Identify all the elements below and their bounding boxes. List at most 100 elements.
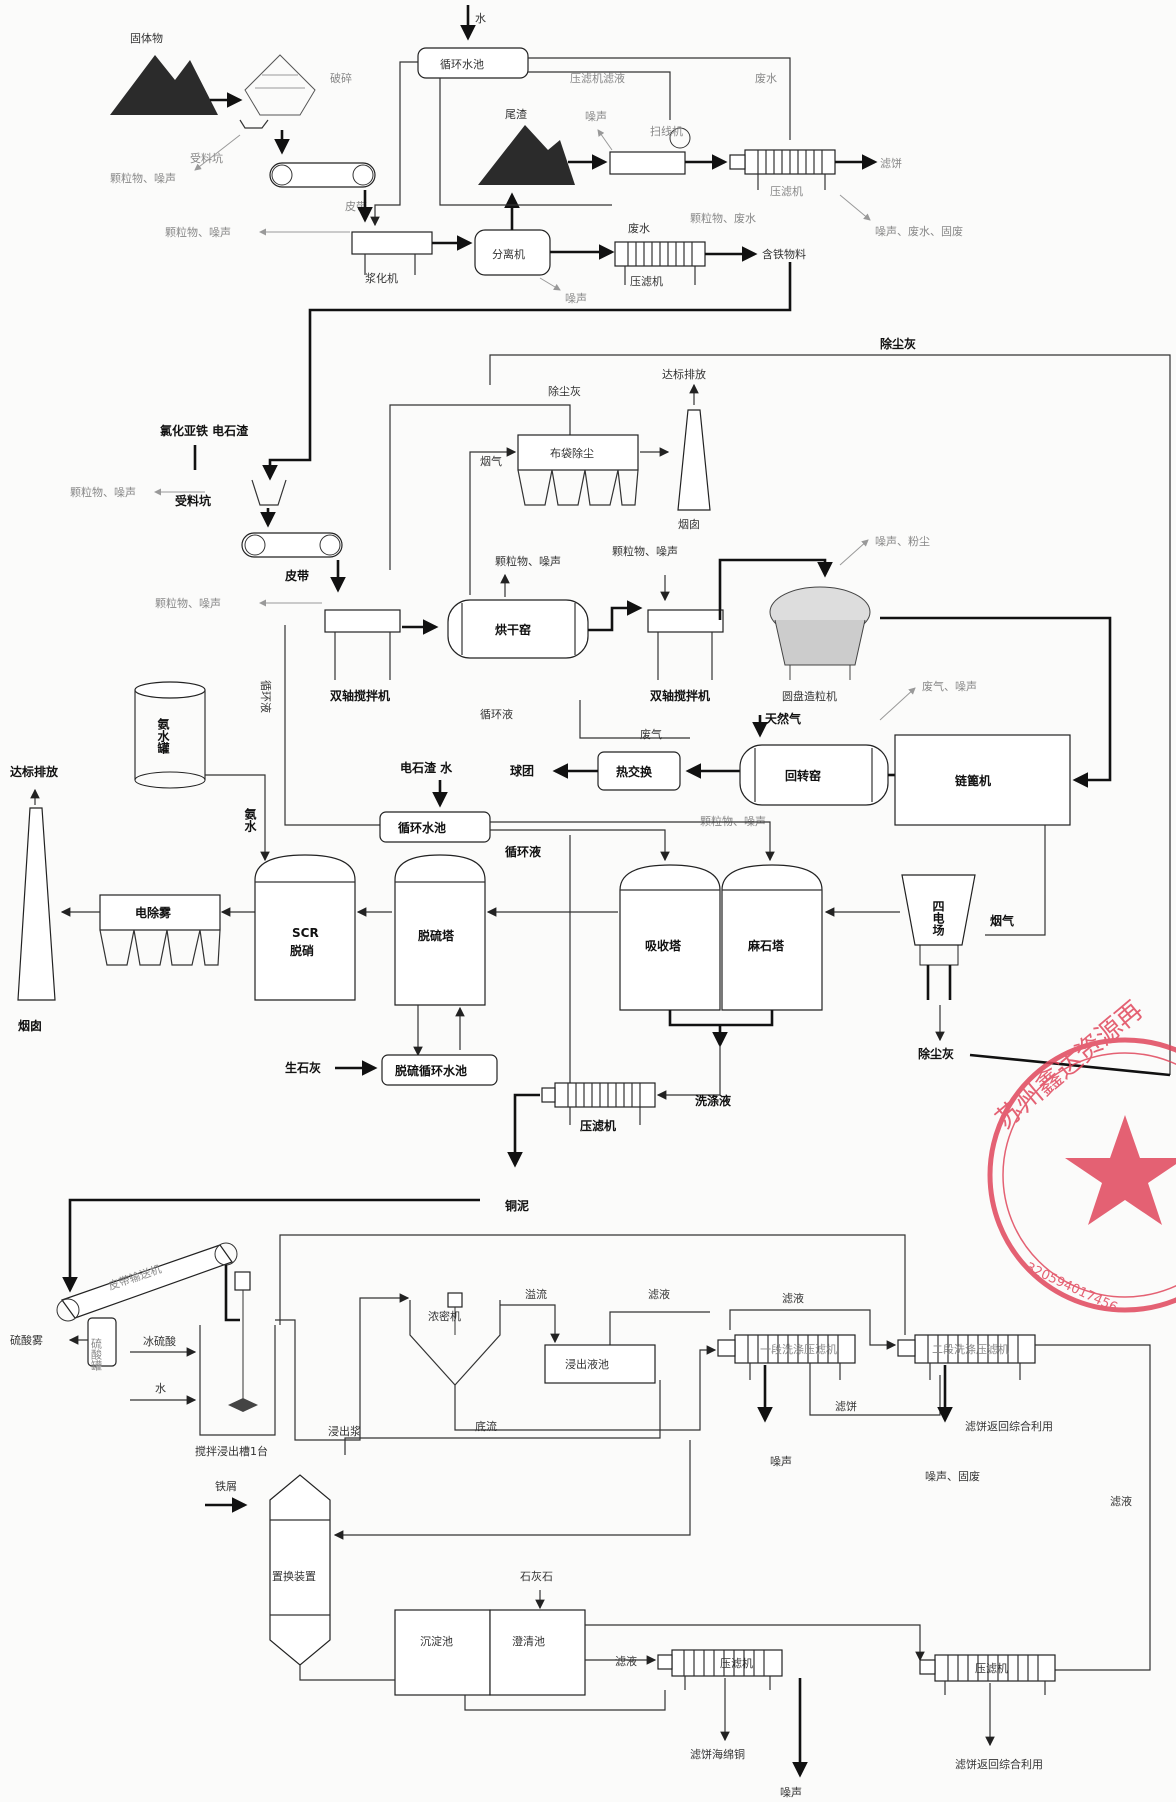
emission-std-label: 达标排放 xyxy=(662,367,706,381)
settling-tank xyxy=(394,1609,491,1696)
pulper xyxy=(351,231,433,255)
scavenger-label: 扫线机 xyxy=(650,124,683,138)
replacement-label: 置换装置 xyxy=(272,1569,316,1583)
underflow-label: 底流 xyxy=(475,1419,497,1433)
noise1-label: 噪声 xyxy=(770,1454,792,1468)
noise-solid-label: 噪声、固废 xyxy=(925,1469,980,1483)
desulf-tower xyxy=(394,854,486,1006)
filter-press-1-label: 压滤机 xyxy=(630,274,663,288)
esp xyxy=(901,874,976,946)
leach-tank xyxy=(199,1271,276,1436)
chimney-1-label: 烟囱 xyxy=(678,517,700,531)
seal-name: 苏州鑫达资源再 xyxy=(990,995,1149,1135)
filter-press-1 xyxy=(614,241,706,285)
electric-demister xyxy=(99,894,221,966)
dust-ash-label: 除尘灰 xyxy=(548,384,581,398)
iron-material-label: 含铁物料 xyxy=(762,247,806,261)
electric-demister-label: 电除雾 xyxy=(135,905,172,920)
separator-noise-label: 噪声 xyxy=(565,291,587,305)
chimney-2 xyxy=(17,807,56,1001)
filter-cake-label: 滤饼 xyxy=(880,156,902,170)
circulating-pool-2 xyxy=(379,811,491,843)
tailings-label: 尾渣 xyxy=(505,107,527,121)
dust-ash-bottom-label: 除尘灰 xyxy=(918,1046,954,1061)
circulating-pool-2-label: 循环水池 xyxy=(398,820,446,835)
mixer-2 xyxy=(647,609,724,633)
filter2-emission-label: 噪声、废水、固废 xyxy=(875,224,963,238)
rotary-kiln-label: 回转窑 xyxy=(785,768,821,783)
inputs-label: 氯化亚铁 电石渣 xyxy=(160,423,249,438)
tailings-pile xyxy=(478,125,575,185)
return-water-label: 压滤机滤液 xyxy=(570,71,625,85)
dryer-emission-label: 颗粒物、噪声 xyxy=(495,554,561,568)
section-1: 固体物 破碎 受料坑 颗粒物、噪声 皮带 浆化机 颗粒物、噪声 分离机 噪声 废… xyxy=(110,5,963,481)
chain-grate-label: 链篦机 xyxy=(955,773,991,788)
sponge-copper-label: 滤饼海绵铜 xyxy=(690,1747,745,1761)
sulfuric-acid-mist-label: 硫酸雾 xyxy=(10,1333,43,1347)
acid-tank xyxy=(87,1317,117,1367)
water-label: 水 xyxy=(475,12,486,25)
leach-slurry-label: 浸出浆 xyxy=(328,1424,361,1438)
pulper-label: 浆化机 xyxy=(365,271,398,285)
circulating-liquid-v-label: 循环液 xyxy=(259,680,273,713)
receiving-pit-label: 受料坑 xyxy=(190,151,223,165)
section-2: 除尘灰 除尘灰 布袋除尘 烟气 烟囱 达标排放 氯化亚铁 电石渣 受料坑 颗粒物… xyxy=(10,336,1171,1293)
company-seal: 苏州鑫达资源再 320594017456 xyxy=(987,995,1176,1316)
circulating-liquid-label: 循环液 xyxy=(480,707,513,721)
mixer-1 xyxy=(324,609,401,633)
dryer-label: 烘干窑 xyxy=(495,622,531,637)
granulator-label: 圆盘造粒机 xyxy=(782,689,837,703)
belt-2 xyxy=(241,532,343,558)
scavenger xyxy=(609,151,686,175)
wash-liquid-label: 洗涤液 xyxy=(695,1093,731,1108)
belt-1 xyxy=(269,162,376,188)
kiln-particles-label: 颗粒物、噪声 xyxy=(700,814,766,828)
quicklime-label: 生石灰 xyxy=(285,1060,321,1075)
glacial-acid-label: 冰硫酸 xyxy=(143,1334,176,1348)
belt-2-label: 皮带 xyxy=(284,568,309,583)
filter-press-2-label: 压滤机 xyxy=(770,184,803,198)
circulating-pool-1-label: 循环水池 xyxy=(440,58,484,71)
crusher xyxy=(244,54,316,116)
leach-pool-label: 浸出液池 xyxy=(565,1357,609,1371)
conveyor xyxy=(56,1242,238,1322)
mixer-1-label: 双轴搅拌机 xyxy=(330,688,390,703)
filtrate-a-label: 滤液 xyxy=(648,1287,670,1301)
raw-material-pile xyxy=(110,55,218,115)
pit-emission-2-label: 颗粒物、噪声 xyxy=(70,485,136,499)
absorber-label: 吸收塔 xyxy=(645,938,682,953)
cake-reuse-label: 滤饼返回综合利用 xyxy=(965,1419,1053,1433)
granulator xyxy=(769,586,871,680)
limestone-tower-label: 麻石塔 xyxy=(747,938,785,953)
filter-cake-3-label: 滤饼 xyxy=(835,1399,857,1413)
circulating-pool-1 xyxy=(417,47,529,79)
filter-press-7 xyxy=(919,1654,1056,1695)
settling-label: 沉淀池 xyxy=(420,1634,453,1648)
flue-gas-2-label: 烟气 xyxy=(990,913,1014,928)
filtrate-d-label: 滤液 xyxy=(615,1654,637,1668)
dust-ash-top-label: 除尘灰 xyxy=(880,336,916,351)
waste-gas-label: 废气 xyxy=(640,727,662,741)
filter-press-3 xyxy=(541,1082,656,1125)
section-3: 皮带输送机 硫酸罐 硫酸雾 冰硫酸 水 搅拌浸出槽1台 浸出浆 浓密机 溢流 底… xyxy=(10,1234,1151,1799)
receiving-pit-2-label: 受料坑 xyxy=(175,493,211,508)
thickener-label: 浓密机 xyxy=(428,1309,461,1323)
filter-press-4 xyxy=(717,1334,856,1380)
desulf-tower-label: 脱硫塔 xyxy=(418,928,455,943)
filtrate-c-label: 滤液 xyxy=(1110,1494,1132,1508)
raw-material-label: 固体物 xyxy=(130,31,163,45)
return-water2-label: 废水 xyxy=(755,71,777,85)
chimney-1 xyxy=(677,409,711,511)
clarifier xyxy=(489,1609,586,1696)
thickener xyxy=(409,1292,501,1386)
clarifier-label: 澄清池 xyxy=(512,1634,545,1648)
mixer-emission-label: 颗粒物、噪声 xyxy=(155,596,221,610)
scr2-label: 脱硝 xyxy=(290,943,314,958)
circulating-liquid-2-label: 循环液 xyxy=(505,844,541,859)
overflow-label: 溢流 xyxy=(525,1287,547,1301)
wastewater-label: 废水 xyxy=(628,221,650,235)
desulf-pool-label: 脱硫循环水池 xyxy=(395,1063,467,1078)
ammonia-tank xyxy=(134,681,206,789)
filtrate-b-label: 滤液 xyxy=(782,1291,804,1305)
filter-emission-label: 颗粒物、废水 xyxy=(690,211,756,225)
